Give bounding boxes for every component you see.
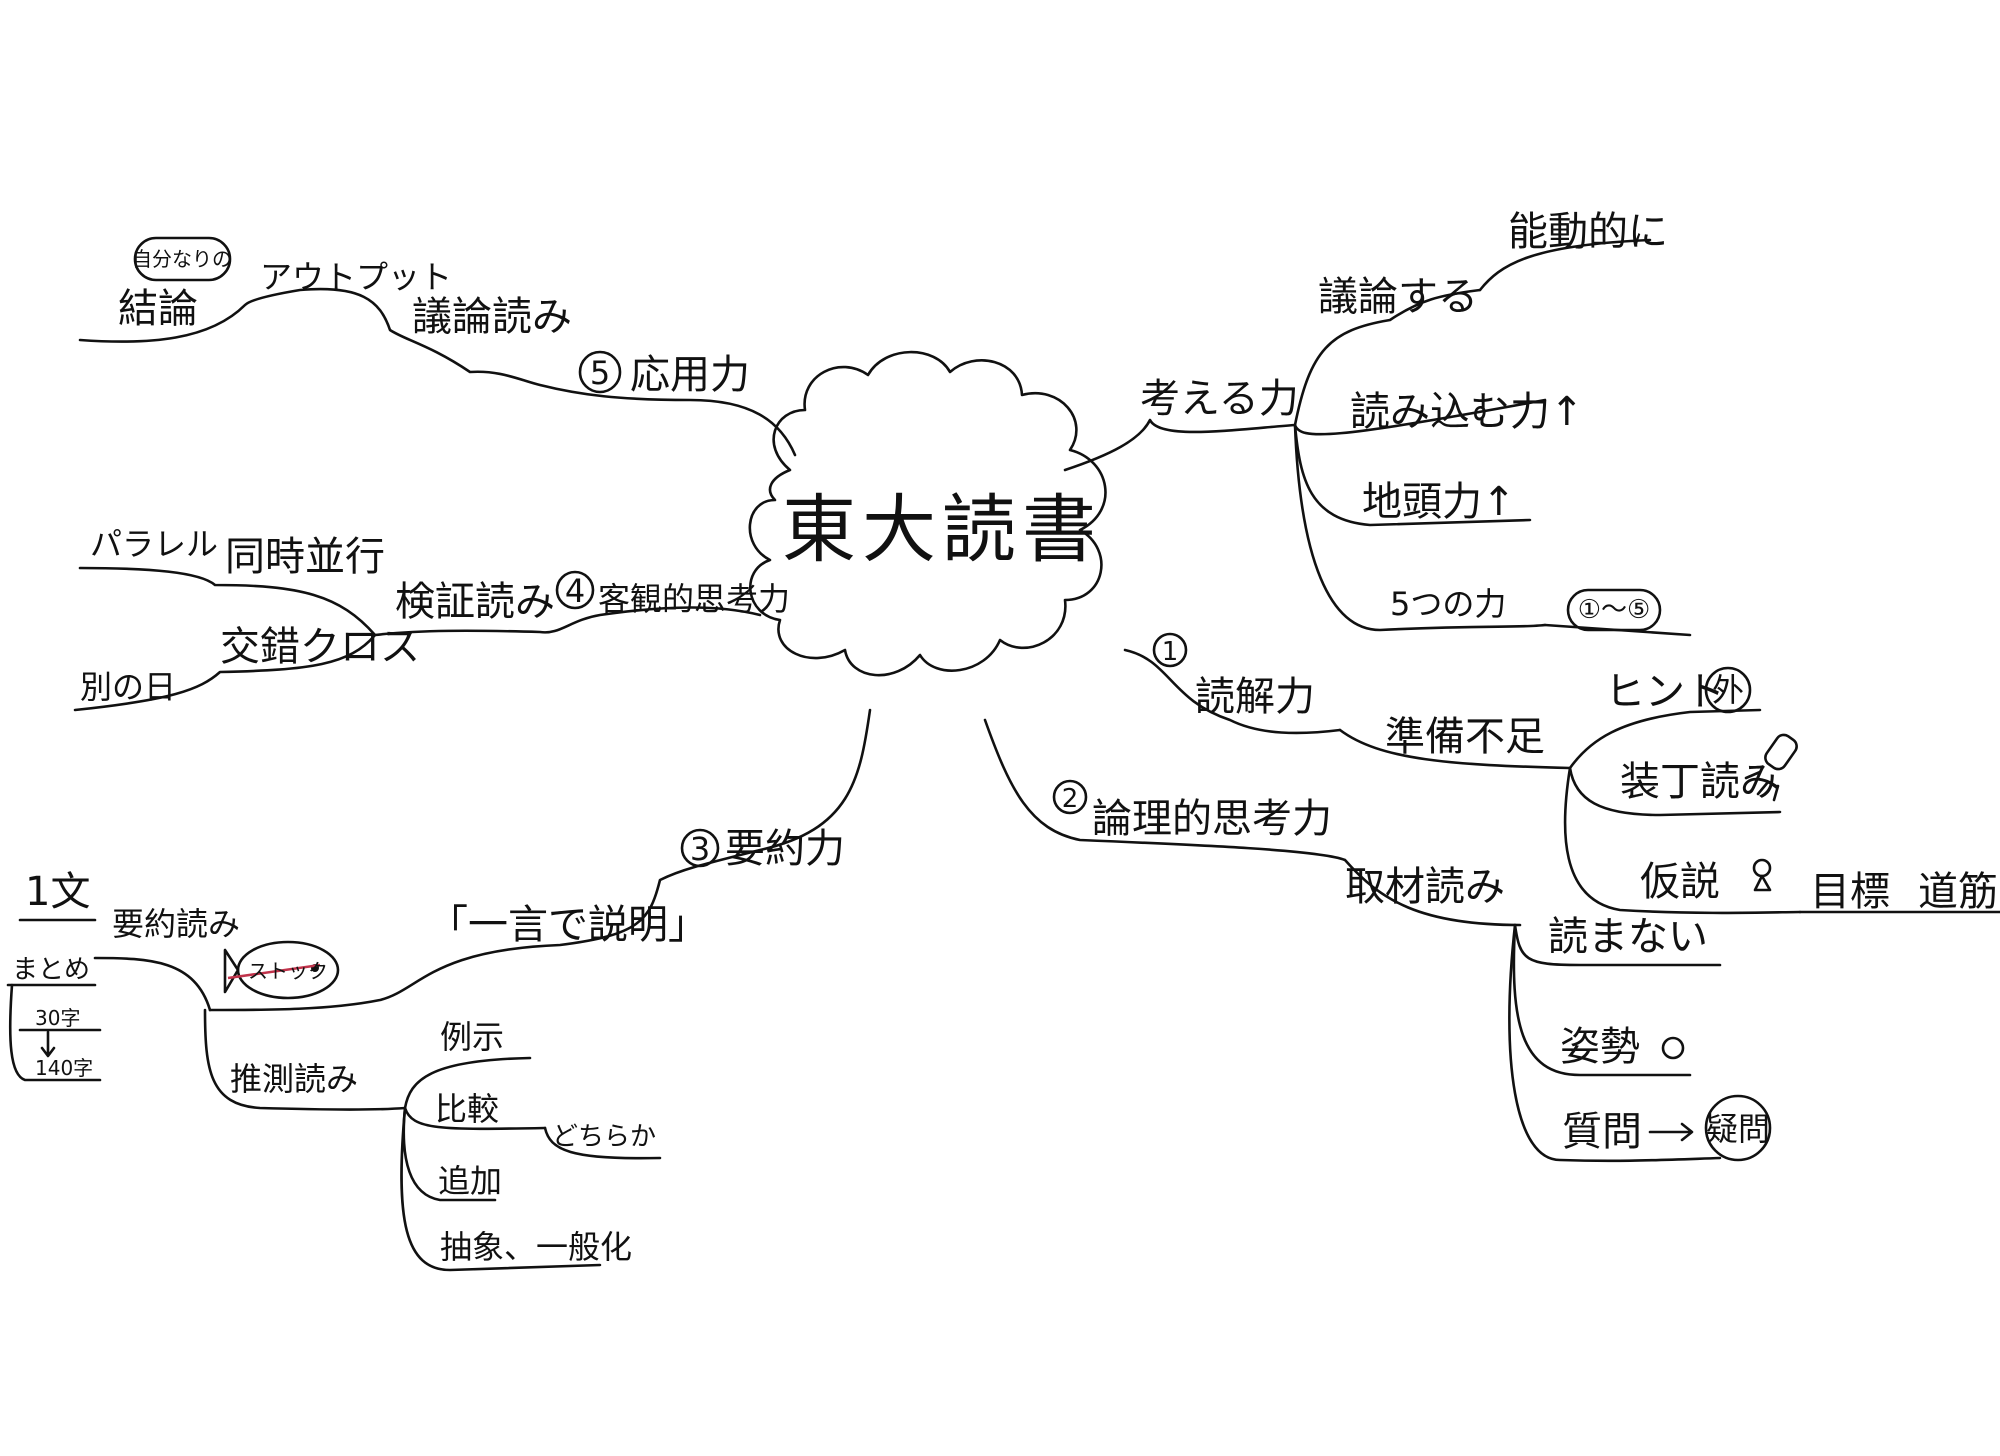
node-ronri: 論理的思考力 [1092, 796, 1332, 842]
node-jibun: 自分なりの [132, 247, 232, 271]
num-1: 1 [1162, 637, 1179, 667]
node-ji140: 140字 [35, 1056, 93, 1080]
branch-kangaeru: 考える力 議論する 能動的に 読み込む力↑ 地頭力↑ 5つの力 ①～⑤ [1063, 209, 1692, 637]
node-shitsumon: 質問 [1562, 1109, 1642, 1155]
fish-label: ストック [248, 959, 328, 983]
node-kangaeru: 考える力 [1140, 376, 1299, 422]
node-range: ①～⑤ [1578, 595, 1651, 625]
branch-kyakkan: 4 客観的思考力 検証読み 同時並行 パラレル 交錯クロス 別の日 [73, 525, 790, 712]
node-ji30: 30字 [35, 1006, 80, 1030]
node-tsuika: 追加 [438, 1162, 502, 1200]
node-chusho: 抽象、一般化 [440, 1228, 632, 1266]
node-michisuji: 道筋 [1918, 869, 1998, 915]
node-matome: まとめ [12, 955, 90, 985]
node-soto: 外 [1712, 671, 1744, 709]
node-giron-suru: 議論する [1318, 274, 1478, 320]
node-sotei: 装丁読み [1620, 759, 1780, 805]
shisei-circle [1661, 1036, 1685, 1060]
node-oyo: 応用力 [630, 352, 750, 398]
node-dokkai: 読解力 [1195, 674, 1315, 720]
node-junbi: 準備不足 [1385, 714, 1545, 760]
node-doji: 同時並行 [225, 534, 385, 580]
jibun-badge [133, 236, 232, 282]
node-itsutsu: 5つの力 [1390, 585, 1506, 623]
node-jiatama: 地頭力↑ [1362, 479, 1516, 525]
branch-ronri: 2 論理的思考力 取材読み 読まない 姿勢 質問 疑問 [983, 718, 1772, 1163]
branch-dokkai: 1 読解力 準備不足 ヒント 外 装丁読み 仮説 目標 道筋 [1123, 632, 2000, 915]
gimon-circle [1704, 1094, 1772, 1162]
num-4-circle [555, 570, 595, 610]
center-title: 東大読書 [782, 487, 1102, 573]
node-yomikomu: 読み込む力↑ [1350, 389, 1584, 435]
node-parareru: パラレル [90, 525, 218, 563]
node-gimon: 疑問 [1706, 1110, 1770, 1148]
node-kyakkan: 客観的思考力 [598, 580, 790, 618]
branch-oyo: 5 応用力 議論読み アウトプット 結論 自分なりの [78, 236, 797, 457]
num-2: 2 [1062, 784, 1079, 814]
node-yomanai: 読まない [1548, 914, 1708, 960]
node-youyaku-yomi: 要約読み [112, 905, 240, 943]
central-topic: 東大読書 [748, 350, 1107, 677]
node-betsu: 別の日 [80, 668, 176, 706]
flashlight-icon [1744, 733, 1798, 802]
num-3: 3 [690, 830, 710, 868]
range-badge [1566, 588, 1662, 632]
fish-icon: ストック [223, 940, 340, 1000]
center-cloud [748, 350, 1107, 677]
soto-circle [1704, 666, 1752, 714]
node-dochiraka: どちらか [552, 1122, 656, 1152]
node-ichibun: 1文 [25, 869, 90, 915]
node-hikaku: 比較 [435, 1090, 499, 1128]
num-5: 5 [590, 354, 610, 392]
branch-youyaku: 3 要約力 「一言で説明」 ストック 要約読み 1文 まとめ 30字 140字 … [6, 708, 872, 1272]
node-sakugo: 交錯クロス [220, 624, 420, 670]
node-shisei: 姿勢 [1560, 1024, 1640, 1070]
node-youyaku: 要約力 [725, 826, 845, 872]
node-mokuhyo: 目標 [1810, 869, 1890, 915]
node-ketsuron: 結論 [118, 286, 198, 332]
node-reiji: 例示 [440, 1018, 504, 1056]
node-shuzai: 取材読み [1345, 864, 1505, 910]
num-5-circle [578, 350, 622, 394]
num-4: 4 [565, 572, 585, 610]
lightbulb-icon [1752, 858, 1772, 892]
node-kensho: 検証読み [395, 579, 555, 625]
num-2-circle [1052, 779, 1088, 815]
node-giron-yomi: 議論読み [412, 294, 572, 340]
node-nodoteki: 能動的に [1508, 209, 1668, 255]
num-1-circle [1152, 632, 1188, 668]
node-suisoku: 推測読み [230, 1060, 358, 1098]
node-hitokoto: 「一言で説明」 [428, 902, 708, 948]
node-kasetsu: 仮説 [1640, 859, 1720, 905]
num-3-circle [680, 828, 720, 868]
node-output: アウトプット [260, 258, 452, 296]
